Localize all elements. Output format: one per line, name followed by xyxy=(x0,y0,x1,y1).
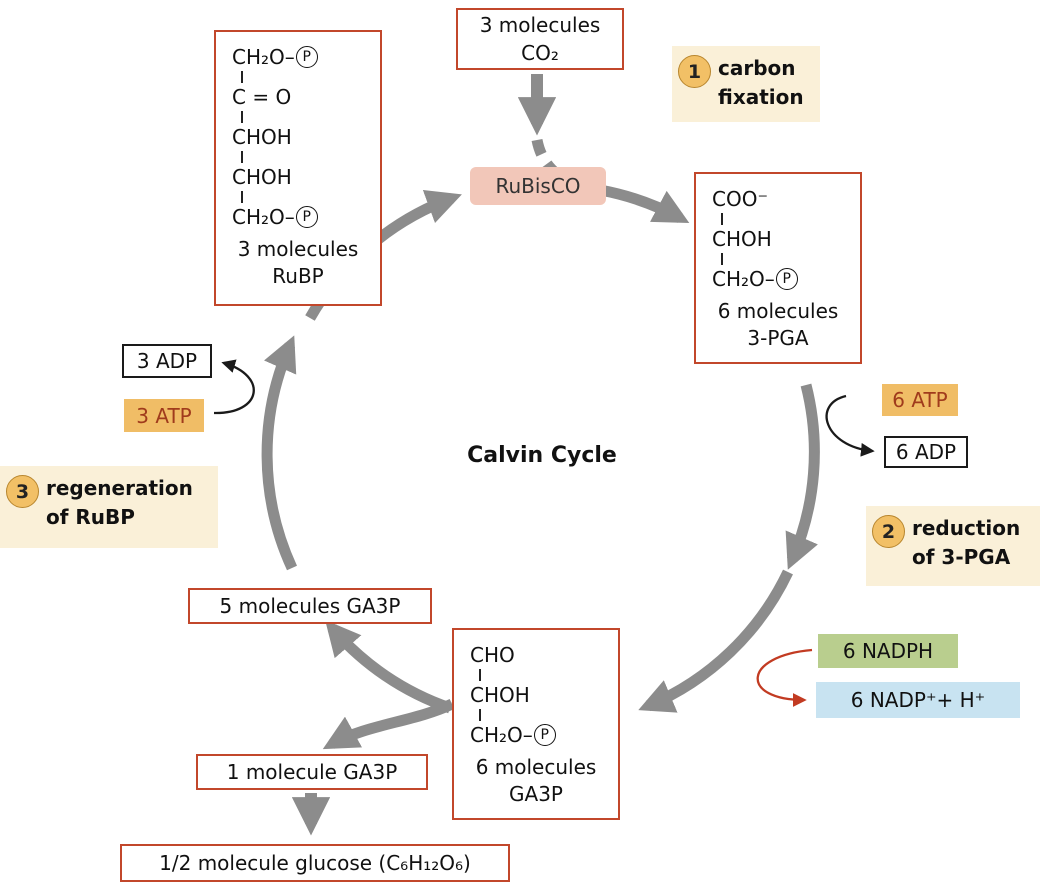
cycle-circle-arrows xyxy=(261,138,820,714)
adp-3-box: 3 ADP xyxy=(122,344,212,378)
nadph-label: 6 NADPH xyxy=(818,634,958,668)
step-regeneration: 3 regeneration of RuBP xyxy=(0,466,218,548)
ga3p-5-box: 5 molecules GA3P xyxy=(188,588,432,624)
atp6-to-adp6-arrow xyxy=(825,394,875,457)
atp-3-label: 3 ATP xyxy=(124,399,204,432)
step-3-number-badge: 3 xyxy=(6,475,39,508)
co2-label: 3 molecules CO₂ xyxy=(479,13,601,65)
glucose-box: 1/2 molecule glucose (C₆H₁₂O₆) xyxy=(120,844,510,882)
step-3-label: regeneration of RuBP xyxy=(46,476,193,529)
cycle-title: Calvin Cycle xyxy=(467,442,617,468)
nadph-to-nadp-arrow xyxy=(756,648,813,707)
cycle-arc-left-side xyxy=(261,335,297,571)
ga3p-1-box: 1 molecule GA3P xyxy=(196,754,428,790)
rubisco-label: RuBisCO xyxy=(470,167,606,205)
step-reduction: 2 reduction of 3-PGA xyxy=(866,506,1040,586)
atp-6-label: 6 ATP xyxy=(882,384,958,416)
atp3-to-adp3-arrow xyxy=(213,359,255,415)
cycle-arc-rubisco-to-pga xyxy=(598,184,690,223)
pga-caption: 6 molecules 3-PGA xyxy=(717,299,839,350)
step-2-number-badge: 2 xyxy=(872,515,905,548)
step-2-label: reduction of 3-PGA xyxy=(912,516,1021,569)
co2-box: 3 molecules CO₂ xyxy=(456,8,624,70)
step-carbon-fixation: 1 carbon fixation xyxy=(672,46,820,122)
ga3p-caption: 6 molecules GA3P xyxy=(475,755,597,806)
cycle-arc-ga3p-to-5ga3p xyxy=(325,619,452,714)
ga3p-branch-arrow xyxy=(322,699,455,750)
rubp-caption: 3 molecules RuBP xyxy=(237,237,359,288)
cycle-dashed-segment xyxy=(531,138,567,184)
cycle-arc-to-ga3p xyxy=(638,569,793,713)
adp-6-box: 6 ADP xyxy=(884,436,968,468)
step-1-label: carbon fixation xyxy=(718,56,804,109)
step-1-number-badge: 1 xyxy=(678,55,711,88)
nadp-label: 6 NADP⁺+ H⁺ xyxy=(816,682,1020,718)
cycle-arc-right-side xyxy=(785,383,820,570)
